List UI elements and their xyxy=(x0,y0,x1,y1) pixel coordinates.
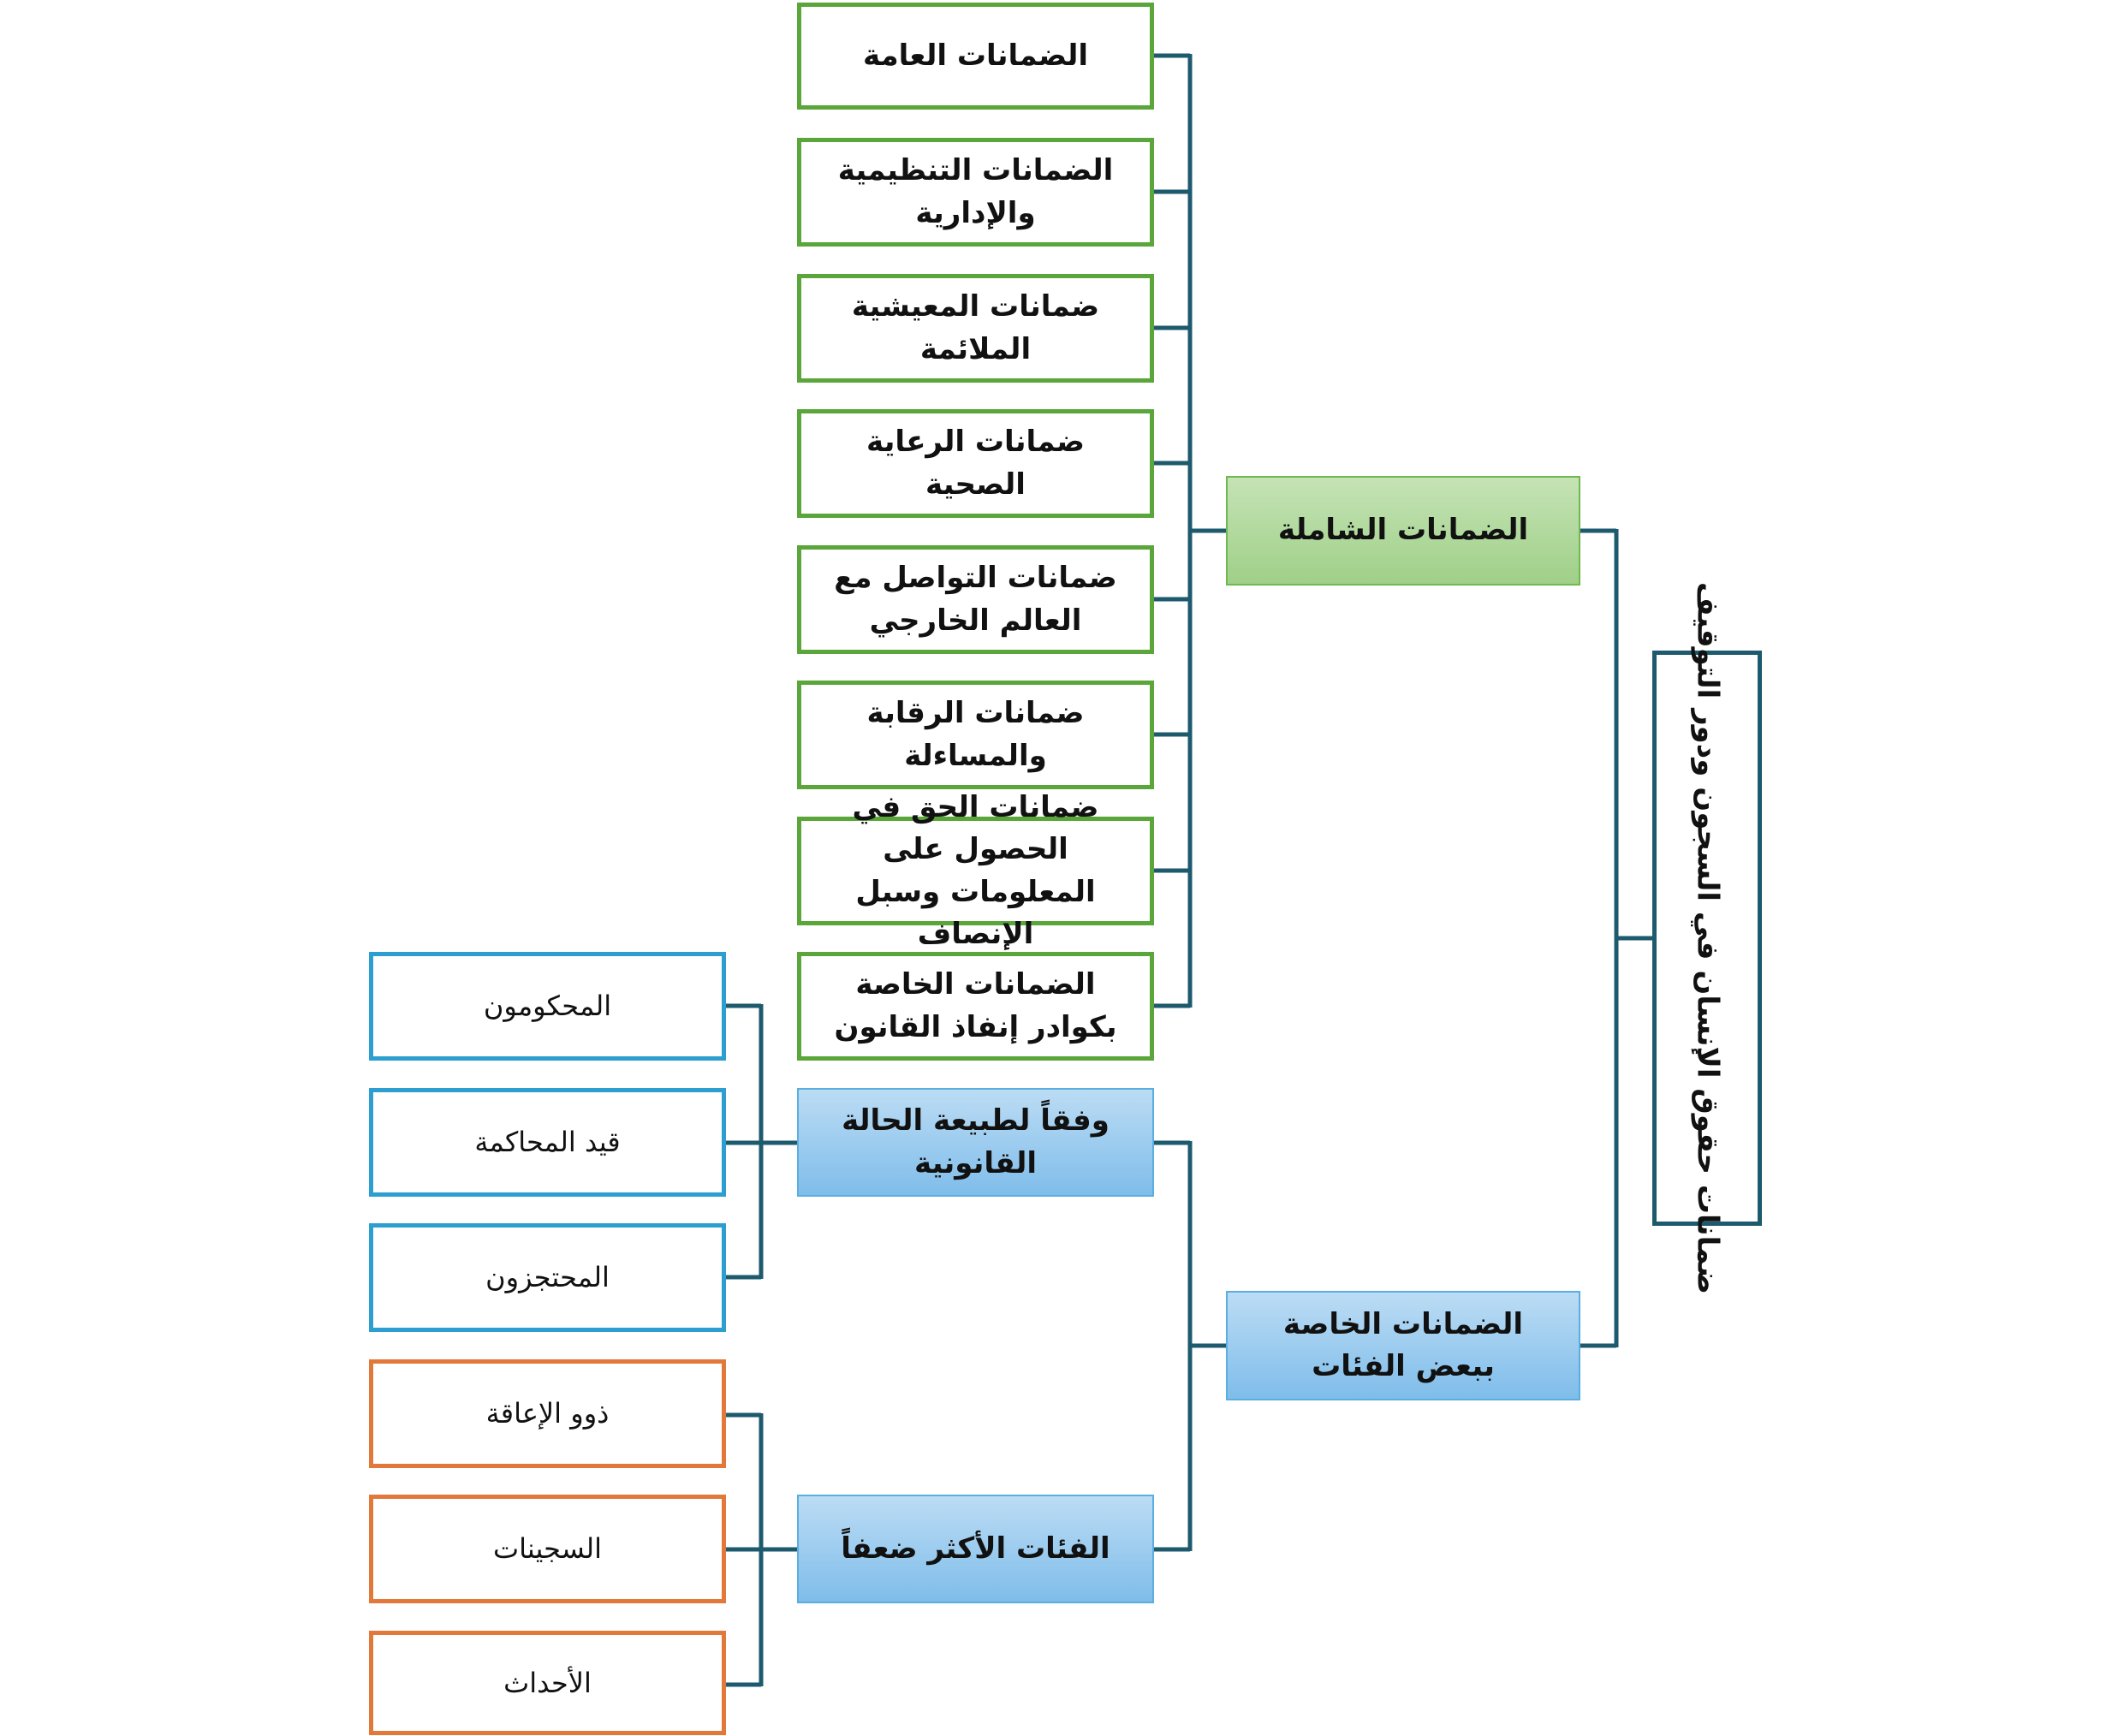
comprehensive-item: ضمانات الرعاية الصحية xyxy=(797,409,1154,518)
comprehensive-item: الضمانات الخاصة بكوادر إنفاذ القانون xyxy=(797,952,1154,1061)
vulnerable-item: الأحداث xyxy=(369,1631,726,1735)
legal-status-item-label: المحكومون xyxy=(483,990,612,1023)
subgroup-legal-status: وفقاً لطبيعة الحالة القانونية xyxy=(797,1088,1154,1197)
comprehensive-item-label: ضمانات التواصل مع العالم الخارجي xyxy=(834,561,1117,638)
subgroup-legal-status-label: وفقاً لطبيعة الحالة القانونية xyxy=(842,1103,1110,1180)
comprehensive-item-label: الضمانات التنظيمية والإدارية xyxy=(837,153,1114,230)
vulnerable-item-label: ذوو الإعاقة xyxy=(485,1397,610,1430)
comprehensive-item-label: الضمانات العامة xyxy=(862,38,1089,73)
comprehensive-item-label: ضمانات الرعاية الصحية xyxy=(866,425,1085,502)
legal-status-item-label: المحتجزون xyxy=(485,1261,610,1294)
vulnerable-item-label: الأحداث xyxy=(503,1666,592,1699)
comprehensive-item-label: الضمانات الخاصة بكوادر إنفاذ القانون xyxy=(834,967,1117,1044)
root-node: ضمانات حقوق الإنسان في السجون ودور التوق… xyxy=(1652,582,1762,1294)
legal-status-item: المحكومون xyxy=(369,952,726,1061)
comprehensive-item: ضمانات الحق في الحصول على المعلومات وسبل… xyxy=(797,790,1154,951)
comprehensive-item-label: ضمانات الحق في الحصول على المعلومات وسبل… xyxy=(852,789,1099,951)
legal-status-item: قيد المحاكمة xyxy=(369,1088,726,1197)
subgroup-vulnerable: الفئات الأكثر ضعفاً xyxy=(797,1495,1154,1603)
root-label: ضمانات حقوق الإنسان في السجون ودور التوق… xyxy=(1690,582,1725,1295)
branch-special: الضمانات الخاصة ببعض الفئات xyxy=(1226,1291,1580,1400)
branch-comprehensive-label: الضمانات الشاملة xyxy=(1277,513,1529,548)
subgroup-vulnerable-label: الفئات الأكثر ضعفاً xyxy=(841,1531,1110,1566)
branch-special-label: الضمانات الخاصة ببعض الفئات xyxy=(1282,1306,1524,1383)
legal-status-item-label: قيد المحاكمة xyxy=(474,1126,621,1159)
comprehensive-item: ضمانات الرقابة والمساءلة xyxy=(797,681,1154,789)
vulnerable-item: السجينات xyxy=(369,1495,726,1603)
comprehensive-item: ضمانات المعيشية الملائمة xyxy=(797,274,1154,383)
legal-status-item: المحتجزون xyxy=(369,1223,726,1332)
comprehensive-item-label: ضمانات الرقابة والمساءلة xyxy=(866,696,1085,773)
branch-comprehensive: الضمانات الشاملة xyxy=(1226,476,1580,586)
vulnerable-item: ذوو الإعاقة xyxy=(369,1359,726,1468)
vulnerable-item-label: السجينات xyxy=(492,1532,603,1566)
comprehensive-item: الضمانات التنظيمية والإدارية xyxy=(797,138,1154,247)
comprehensive-item-label: ضمانات المعيشية الملائمة xyxy=(851,289,1100,366)
comprehensive-item: ضمانات التواصل مع العالم الخارجي xyxy=(797,545,1154,654)
comprehensive-item: الضمانات العامة xyxy=(797,3,1154,110)
